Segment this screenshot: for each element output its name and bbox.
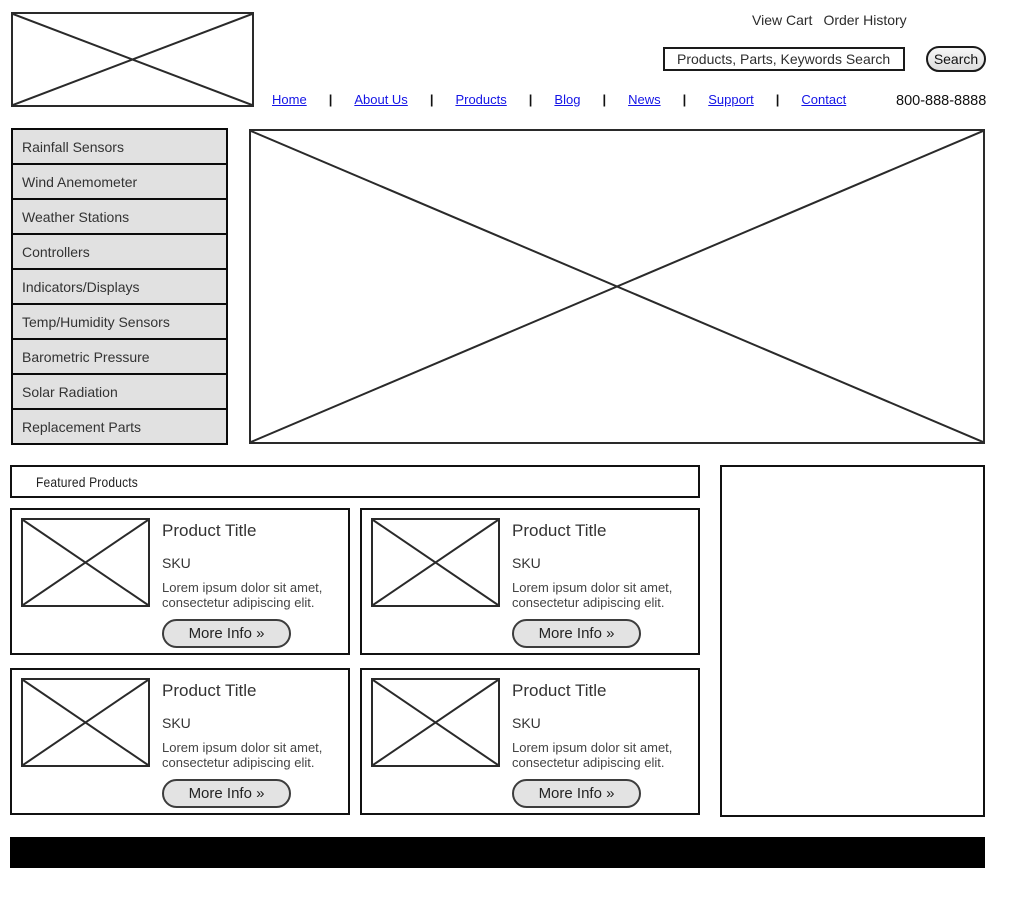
product-title: Product Title xyxy=(162,521,257,540)
sidebar-item-barometric-pressure[interactable]: Barometric Pressure xyxy=(13,340,226,375)
product-card-body: Product Title SKU Lorem ipsum dolor sit … xyxy=(512,520,690,648)
right-panel-placeholder xyxy=(720,465,985,817)
placeholder-x-icon xyxy=(23,680,148,765)
product-title: Product Title xyxy=(162,681,257,700)
product-image-placeholder xyxy=(371,518,500,607)
sidebar-item-rainfall-sensors[interactable]: Rainfall Sensors xyxy=(13,130,226,165)
product-card: Product Title SKU Lorem ipsum dolor sit … xyxy=(10,508,350,655)
header-utility-links: View Cart Order History xyxy=(752,12,907,28)
product-image-placeholder xyxy=(21,518,150,607)
product-sku: SKU xyxy=(162,715,191,731)
more-info-button[interactable]: More Info » xyxy=(162,619,291,648)
sidebar-item-controllers[interactable]: Controllers xyxy=(13,235,226,270)
sidebar-item-weather-stations[interactable]: Weather Stations xyxy=(13,200,226,235)
nav-link-support[interactable]: Support xyxy=(708,92,754,107)
search-button[interactable]: Search xyxy=(926,46,986,72)
product-card-body: Product Title SKU Lorem ipsum dolor sit … xyxy=(162,680,340,808)
nav-link-home[interactable]: Home xyxy=(272,92,307,107)
product-sku: SKU xyxy=(162,555,191,571)
placeholder-x-icon xyxy=(251,131,983,442)
phone-number: 800-888-8888 xyxy=(896,93,987,109)
featured-products-header: Featured Products xyxy=(10,465,700,498)
nav-separator: | xyxy=(328,92,333,107)
sidebar-item-solar-radiation[interactable]: Solar Radiation xyxy=(13,375,226,410)
sidebar-item-replacement-parts[interactable]: Replacement Parts xyxy=(13,410,226,443)
more-info-button[interactable]: More Info » xyxy=(512,619,641,648)
logo-placeholder xyxy=(11,12,254,107)
product-card: Product Title SKU Lorem ipsum dolor sit … xyxy=(360,508,700,655)
nav-separator: | xyxy=(602,92,607,107)
nav-link-news[interactable]: News xyxy=(628,92,661,107)
product-card-body: Product Title SKU Lorem ipsum dolor sit … xyxy=(512,680,690,808)
placeholder-x-icon xyxy=(373,520,498,605)
nav-link-blog[interactable]: Blog xyxy=(554,92,581,107)
product-description: Lorem ipsum dolor sit amet, consectetur … xyxy=(162,580,323,610)
product-sku: SKU xyxy=(512,555,541,571)
main-nav: Home | About Us | Products | Blog | News… xyxy=(272,92,846,107)
placeholder-x-icon xyxy=(23,520,148,605)
nav-separator: | xyxy=(775,92,780,107)
view-cart-link[interactable]: View Cart xyxy=(752,12,813,28)
nav-separator: | xyxy=(429,92,434,107)
order-history-link[interactable]: Order History xyxy=(823,12,907,28)
more-info-button[interactable]: More Info » xyxy=(512,779,641,808)
product-card: Product Title SKU Lorem ipsum dolor sit … xyxy=(360,668,700,815)
search-input[interactable] xyxy=(663,47,905,71)
product-card-body: Product Title SKU Lorem ipsum dolor sit … xyxy=(162,520,340,648)
sidebar-item-temp-humidity-sensors[interactable]: Temp/Humidity Sensors xyxy=(13,305,226,340)
product-image-placeholder xyxy=(371,678,500,767)
sidebar-item-wind-anemometer[interactable]: Wind Anemometer xyxy=(13,165,226,200)
placeholder-x-icon xyxy=(13,14,252,105)
sidebar-item-indicators-displays[interactable]: Indicators/Displays xyxy=(13,270,226,305)
nav-link-contact[interactable]: Contact xyxy=(801,92,847,107)
product-title: Product Title xyxy=(512,681,607,700)
product-sku: SKU xyxy=(512,715,541,731)
product-description: Lorem ipsum dolor sit amet, consectetur … xyxy=(162,740,323,770)
product-title: Product Title xyxy=(512,521,607,540)
product-description: Lorem ipsum dolor sit amet, consectetur … xyxy=(512,580,673,610)
more-info-button[interactable]: More Info » xyxy=(162,779,291,808)
product-image-placeholder xyxy=(21,678,150,767)
product-card: Product Title SKU Lorem ipsum dolor sit … xyxy=(10,668,350,815)
footer-bar xyxy=(10,837,985,868)
product-description: Lorem ipsum dolor sit amet, consectetur … xyxy=(512,740,673,770)
nav-separator: | xyxy=(528,92,533,107)
category-menu: Rainfall Sensors Wind Anemometer Weather… xyxy=(11,128,228,445)
nav-link-about-us[interactable]: About Us xyxy=(354,92,408,107)
nav-separator: | xyxy=(682,92,687,107)
featured-products-title: Featured Products xyxy=(36,473,138,490)
nav-link-products[interactable]: Products xyxy=(455,92,507,107)
hero-image-placeholder xyxy=(249,129,985,444)
placeholder-x-icon xyxy=(373,680,498,765)
